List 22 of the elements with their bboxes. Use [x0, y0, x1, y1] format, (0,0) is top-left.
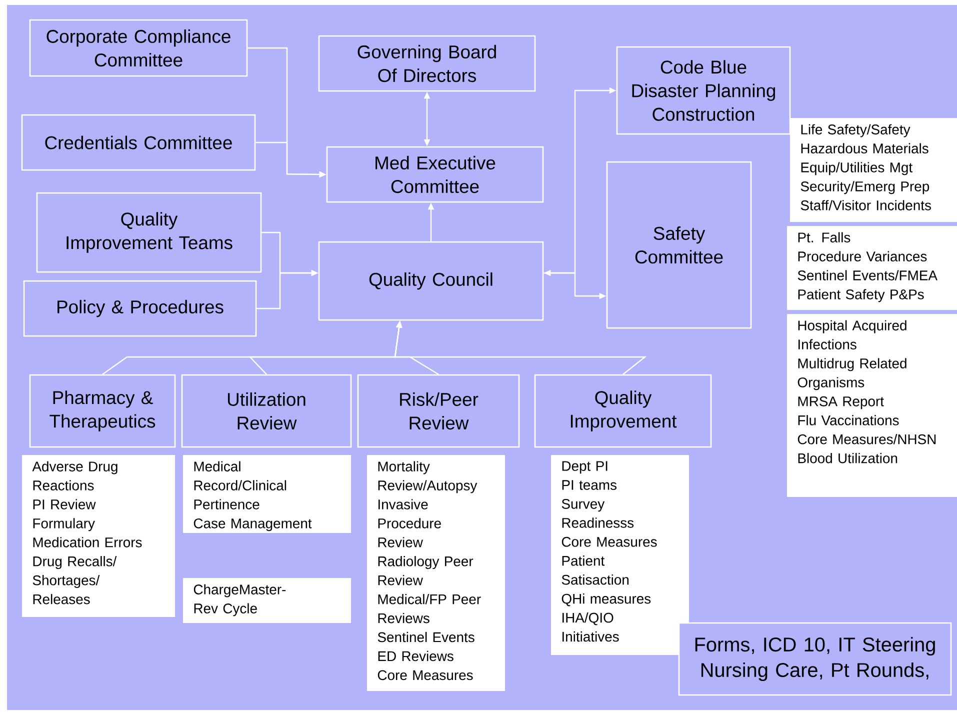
- committee-box: Forms, ICD 10, IT Steering Nursing Care, Pt Rounds,: [678, 622, 952, 696]
- topic-list: Hospital Acquired Infections Multidrug Related Organisms MRSA Report Flu Vaccinations Core Measures/NHSN Blood Utilization: [787, 314, 957, 497]
- topic-list: Dept PI PI teams Survey Readinesss Core Measures Patient Satisaction QHi measures IHA/QIO Initiatives: [551, 455, 689, 655]
- committee-box: Safety Committee: [606, 161, 752, 329]
- topic-list: Adverse Drug Reactions PI Review Formulary Medication Errors Drug Recalls/ Shortages/ Releases: [22, 455, 175, 617]
- committee-box: Med Executive Committee: [326, 146, 544, 203]
- committee-box: Code Blue Disaster Planning Construction: [616, 46, 791, 135]
- committee-box: Quality Improvement: [534, 374, 712, 448]
- committee-box: Credentials Committee: [21, 114, 256, 171]
- committee-box: Utilization Review: [181, 374, 352, 448]
- topic-list: Pt. Falls Procedure Variances Sentinel Events/FMEA Patient Safety P&Ps: [787, 226, 957, 310]
- committee-box: Pharmacy & Therapeutics: [29, 374, 176, 448]
- committee-box: Policy & Procedures: [23, 280, 257, 337]
- committee-box: Quality Council: [318, 241, 544, 321]
- committee-box: Corporate Compliance Committee: [29, 19, 248, 77]
- topic-list: Life Safety/Safety Hazardous Materials Equip/Utilities Mgt Security/Emerg Prep Staff/Visitor Incidents: [790, 118, 957, 222]
- committee-box: Governing Board Of Directors: [318, 35, 536, 92]
- topic-list: Mortality Review/Autopsy Invasive Procedure Review Radiology Peer Review Medical/FP Peer Reviews Sentinel Events ED Reviews Core Measures: [367, 455, 505, 691]
- committee-box: Risk/Peer Review: [357, 374, 520, 448]
- topic-list: ChargeMaster-Rev Cycle: [183, 578, 351, 623]
- topic-list: Medical Record/Clinical Pertinence Case Management: [183, 455, 351, 533]
- committee-box: Quality Improvement Teams: [36, 192, 262, 273]
